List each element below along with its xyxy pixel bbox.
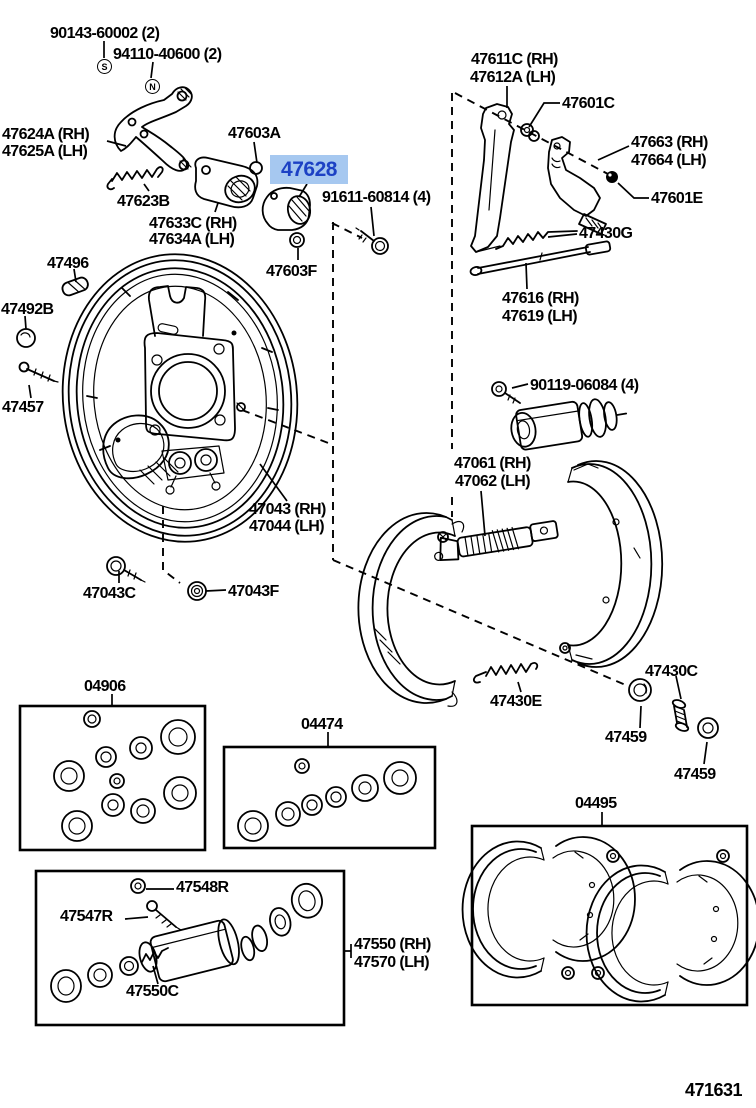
part-label-47570: 47570 (LH)	[354, 954, 430, 971]
part-label-47496: 47496	[47, 255, 89, 272]
leader-lines	[24, 41, 708, 985]
part-label-90143-60002: 90143-60002 (2)	[50, 25, 160, 42]
kit-label-04906: 04906	[84, 678, 126, 695]
part-label-47663: 47663 (RH)	[631, 134, 708, 151]
part-label-90119-06084: 90119-06084 (4)	[530, 377, 639, 394]
spring-47623b-drawing	[106, 166, 164, 191]
n-nut-symbol: N	[145, 79, 160, 94]
part-label-47664: 47664 (LH)	[631, 152, 707, 169]
part-label-47062: 47062 (LH)	[455, 473, 531, 490]
cover-47628-drawing	[261, 186, 312, 231]
cover-47633c-drawing	[194, 156, 259, 209]
kit-box-04474-drawing	[222, 745, 437, 850]
bolt-91611-drawing	[355, 227, 389, 255]
brake-shoe-left-drawing	[357, 512, 465, 707]
wheel-cylinder-drawing	[510, 398, 628, 451]
part-label-47547r: 47547R	[60, 908, 113, 925]
bolt-90119-drawing	[491, 381, 521, 404]
spring-47430g-drawing	[495, 230, 578, 250]
part-label-47611c: 47611C (RH)	[471, 51, 558, 68]
part-label-47492b: 47492B	[1, 301, 54, 318]
part-label-47548r: 47548R	[176, 879, 229, 896]
grommet-47459-left-drawing	[628, 678, 652, 702]
construction-lines	[162, 92, 629, 687]
part-label-47044: 47044 (LH)	[249, 518, 325, 535]
part-label-47634a: 47634A (LH)	[149, 231, 235, 248]
part-label-47430g: 47430G	[579, 225, 633, 242]
part-label-47601e: 47601E	[651, 190, 703, 207]
bleeder-47547r-drawing	[146, 900, 182, 931]
kit-label-04495: 04495	[575, 795, 617, 812]
kit-shoe-pair-2	[585, 860, 756, 1003]
bolt-47457-drawing	[18, 361, 59, 383]
spring-47430c-drawing	[671, 699, 690, 732]
washer-47603a-drawing	[249, 161, 263, 175]
part-label-47550: 47550 (RH)	[354, 936, 431, 953]
part-label-47457: 47457	[2, 399, 44, 416]
kit-box-04906-drawing	[18, 704, 207, 852]
strut-47611c-drawing	[470, 103, 515, 253]
part-label-47043c: 47043C	[83, 585, 136, 602]
backing-plate-drawing	[61, 253, 299, 543]
part-label-47603a: 47603A	[228, 125, 281, 142]
kit-box-47550-drawing	[34, 869, 346, 1027]
part-label-47623b: 47623B	[117, 193, 170, 210]
adjuster-rod-47616-drawing	[469, 240, 612, 276]
part-label-47430c: 47430C	[645, 663, 698, 680]
part-label-47612a: 47612A (LH)	[470, 69, 556, 86]
clip-47601c-drawing	[520, 123, 540, 142]
diagram-code: 471631	[685, 1080, 743, 1100]
part-label-47616: 47616 (RH)	[502, 290, 579, 307]
part-label-47043f: 47043F	[228, 583, 279, 600]
grommet-47459-right-drawing	[697, 717, 719, 739]
lever-47663-drawing	[547, 136, 607, 235]
nut-47043f-drawing	[187, 581, 207, 601]
part-label-47624a: 47624A (RH)	[2, 126, 90, 143]
kit-clips	[561, 849, 730, 980]
part-label-47043: 47043 (RH)	[249, 501, 326, 518]
kit-label-04474: 04474	[301, 716, 343, 733]
parking-brake-lever-drawing	[113, 86, 193, 172]
part-label-47603f: 47603F	[266, 263, 317, 280]
part-label-47601c: 47601C	[562, 95, 615, 112]
s-washer-symbol: S	[97, 59, 112, 74]
part-label-47619: 47619 (LH)	[502, 308, 578, 325]
part-label-47459-left: 47459	[605, 729, 647, 746]
grommet-47492b-drawing	[16, 328, 36, 348]
brake-shoe-right-drawing	[559, 460, 664, 668]
kit-shoe-pair-1	[461, 836, 636, 979]
part-label-91611-60814: 91611-60814 (4)	[322, 189, 431, 206]
part-label-94110-40600: 94110-40600 (2)	[113, 46, 222, 63]
shoe-adjuster-47061-drawing	[434, 520, 559, 562]
part-label-47628-highlighted[interactable]: 47628	[270, 155, 348, 184]
cap-nut-47601e-drawing	[606, 171, 618, 183]
part-label-47625a: 47625A (LH)	[2, 143, 88, 160]
part-label-47061: 47061 (RH)	[454, 455, 531, 472]
part-label-47633c: 47633C (RH)	[149, 215, 237, 232]
plug-47496-drawing	[61, 276, 89, 297]
bolt-47043c-drawing	[106, 556, 146, 583]
nut-47603f-drawing	[289, 232, 305, 248]
part-label-47459-right: 47459	[674, 766, 716, 783]
part-label-47430e: 47430E	[490, 693, 542, 710]
part-label-47550c: 47550C	[126, 983, 179, 1000]
kit-box-04495-drawing	[461, 824, 756, 1007]
spring-47430e-drawing	[473, 662, 539, 684]
backing-plate-hub-drawing	[86, 285, 279, 495]
